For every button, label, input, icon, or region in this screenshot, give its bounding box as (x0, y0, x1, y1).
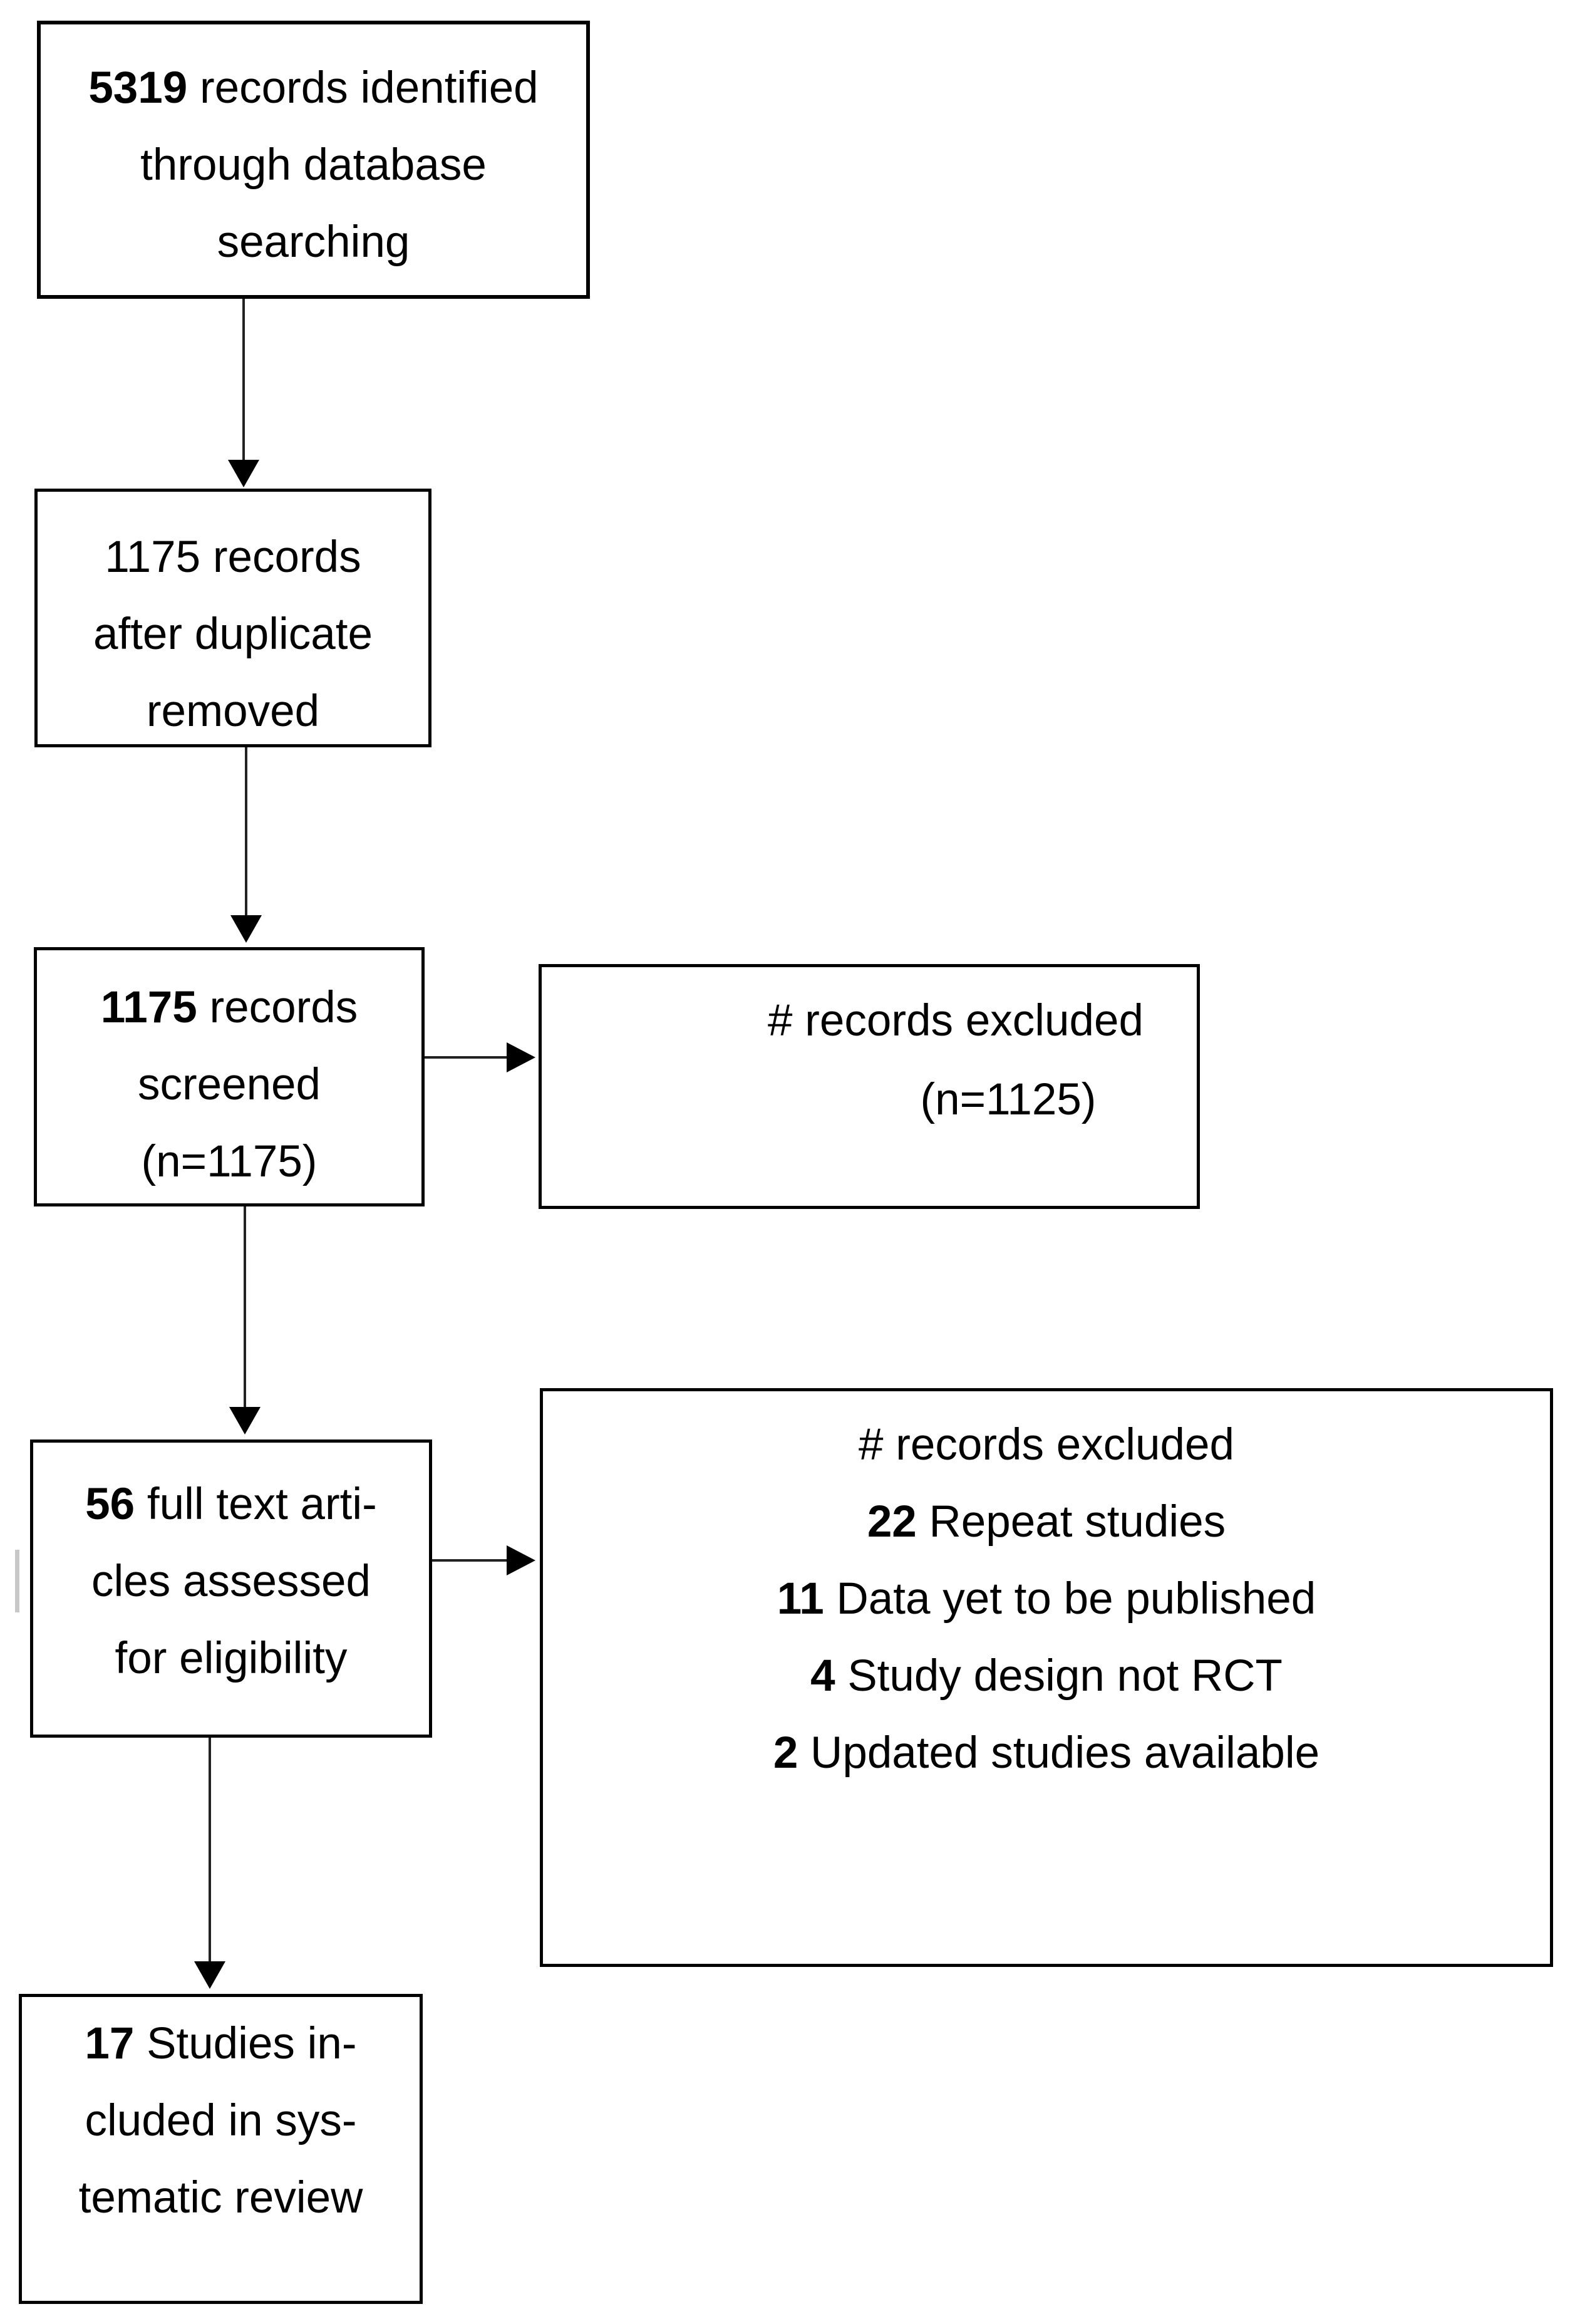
box-line: removed (38, 673, 428, 750)
box-records-excluded-fulltext: # records excluded 22 Repeat studies 11 … (540, 1388, 1553, 1967)
arrow-down-1-head-icon (228, 460, 259, 487)
scan-artifact-mark (15, 1550, 19, 1612)
exclusion-count: 11 (777, 1574, 824, 1624)
line-text: records identified (187, 63, 539, 113)
line-text: 1175 records (105, 532, 361, 582)
line-text: cluded in sys- (85, 2096, 357, 2145)
line-text: screened (137, 1060, 321, 1109)
arrow-down-2-head-icon (230, 915, 262, 943)
line-text: Updated studies available (798, 1728, 1320, 1778)
line-text: # records excluded (859, 1420, 1234, 1470)
line-text: (n=1125) (920, 1075, 1097, 1124)
arrow-down-4-line (209, 1738, 211, 1963)
box-line: 1175 records (38, 519, 428, 596)
box-line: 2 Updated studies available (543, 1714, 1550, 1792)
line-text: records (197, 983, 358, 1032)
box-line: 5319 records identified (41, 49, 586, 127)
box-duplicates-removed: 1175 records after duplicate removed (34, 489, 431, 747)
box-records-excluded-screening: # records excluded (n=1125) (539, 964, 1200, 1209)
record-count: 5319 (88, 63, 188, 113)
arrow-right-1-head-icon (507, 1042, 535, 1072)
line-text: removed (146, 687, 320, 736)
box-line: (n=1175) (37, 1123, 421, 1200)
line-text: for eligibility (115, 1634, 348, 1683)
exclusion-count: 22 (867, 1497, 917, 1547)
arrow-right-2-line (432, 1559, 508, 1562)
arrow-right-1-line (425, 1056, 508, 1059)
line-text: Studies in- (134, 2019, 357, 2068)
box-line: 56 full text arti- (33, 1466, 429, 1543)
box-line: 4 Study design not RCT (543, 1637, 1550, 1714)
line-text: # records excluded (768, 996, 1144, 1045)
line-text: (n=1175) (141, 1137, 318, 1186)
arrow-right-2-head-icon (507, 1545, 535, 1575)
box-line: after duplicate (38, 596, 428, 673)
box-line: searching (41, 204, 586, 281)
box-line: screened (37, 1046, 421, 1123)
line-text: Study design not RCT (835, 1651, 1283, 1701)
line-text: tematic review (78, 2173, 363, 2223)
line-text: cles assessed (91, 1557, 371, 1606)
arrow-down-1-line (242, 299, 245, 461)
box-line: 11 Data yet to be published (543, 1560, 1550, 1637)
arrow-down-4-head-icon (194, 1961, 225, 1989)
box-line: cluded in sys- (22, 2082, 420, 2159)
box-fulltext-assessed: 56 full text arti- cles assessed for eli… (30, 1440, 432, 1738)
record-count: 17 (85, 2019, 135, 2068)
exclusion-count: 4 (810, 1651, 835, 1701)
arrow-down-3-head-icon (229, 1407, 261, 1434)
box-records-identified: 5319 records identified through database… (37, 21, 590, 299)
line-text: searching (217, 217, 410, 267)
box-line: 1175 records (37, 969, 421, 1046)
line-text: Repeat studies (916, 1497, 1226, 1547)
box-line: cles assessed (33, 1543, 429, 1620)
arrow-down-3-line (244, 1206, 246, 1408)
box-line: for eligibility (33, 1620, 429, 1697)
box-line: tematic review (22, 2159, 420, 2236)
box-records-screened: 1175 records screened (n=1175) (34, 947, 425, 1206)
box-studies-included: 17 Studies in- cluded in sys- tematic re… (19, 1994, 423, 2304)
arrow-down-2-line (245, 747, 247, 916)
line-text: full text arti- (135, 1480, 377, 1529)
record-count: 56 (85, 1480, 135, 1529)
line-text: through database (140, 140, 487, 190)
record-count: 1175 (100, 983, 197, 1032)
line-text: Data yet to be published (824, 1574, 1316, 1624)
box-line: 17 Studies in- (22, 2005, 420, 2082)
line-text: after duplicate (93, 610, 373, 659)
box-line: # records excluded (674, 982, 1237, 1059)
box-line: (n=1125) (726, 1061, 1290, 1138)
box-line: through database (41, 127, 586, 204)
box-line: 22 Repeat studies (543, 1483, 1550, 1560)
box-line: # records excluded (543, 1406, 1550, 1483)
exclusion-count: 2 (773, 1728, 798, 1778)
